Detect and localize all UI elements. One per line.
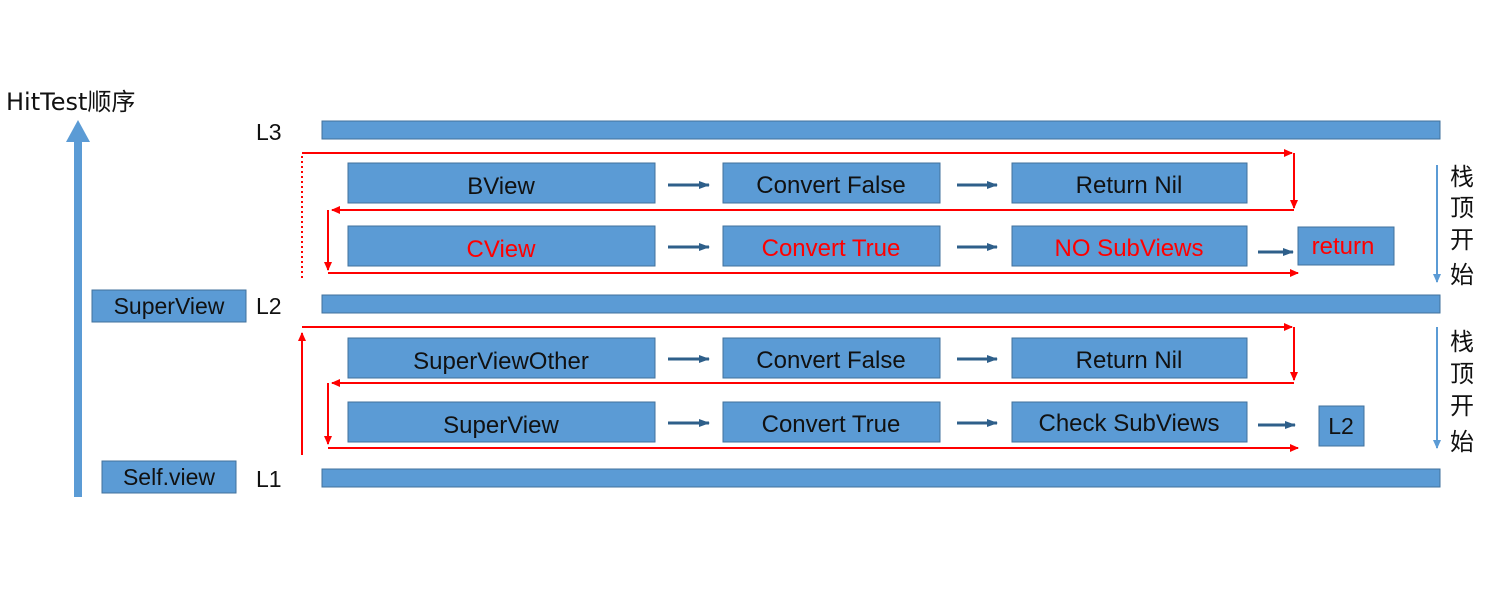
hittest-order-axis: HitTest顺序 <box>6 88 135 497</box>
step-label: Convert False <box>756 347 905 374</box>
step-box <box>347 401 656 443</box>
axis-title: HitTest顺序 <box>6 88 135 116</box>
level-bar <box>321 468 1441 488</box>
stack-label-char: 栈 <box>1450 163 1474 191</box>
level-L2: L2 SuperView <box>91 289 1441 323</box>
step-box <box>722 162 941 204</box>
stack-label-char: 顶 <box>1450 194 1474 222</box>
stack-label-char: 始 <box>1450 261 1474 289</box>
lower-row-2: SuperView Convert True Check SubViews L2 <box>347 401 1365 447</box>
result-label: return <box>1312 233 1375 260</box>
level-view-box <box>101 460 237 494</box>
level-label: L2 <box>256 293 282 319</box>
upper-stack-top-label: 栈 顶 开 始 <box>1433 163 1474 289</box>
step-label: Convert False <box>756 172 905 199</box>
upper-group: BView Convert False Return Nil CView Con… <box>301 149 1474 289</box>
level-bar <box>321 294 1441 314</box>
step-box <box>347 162 656 204</box>
stack-label-char: 始 <box>1450 428 1474 456</box>
stack-label-char: 开 <box>1450 392 1474 420</box>
upper-flow-lines <box>301 149 1299 278</box>
step-box <box>347 337 656 379</box>
level-view-box <box>91 289 247 323</box>
step-box <box>722 225 941 267</box>
step-label-highlight: NO SubViews <box>1055 235 1204 262</box>
step-label-highlight: Convert True <box>762 235 901 262</box>
level-L1: L1 Self.view <box>101 460 1441 494</box>
step-label: BView <box>467 173 535 200</box>
step-box <box>347 225 656 267</box>
step-box <box>1011 337 1248 379</box>
upper-row-1: BView Convert False Return Nil <box>347 162 1248 204</box>
result-box <box>1297 226 1395 266</box>
lower-stack-top-label: 栈 顶 开 始 <box>1433 327 1474 456</box>
level-view-label: Self.view <box>123 464 215 490</box>
upper-row-2: CView Convert True NO SubViews return <box>347 225 1395 267</box>
level-bar <box>321 120 1441 140</box>
step-label: Return Nil <box>1076 172 1183 199</box>
step-box <box>722 401 941 443</box>
step-label: Convert True <box>762 411 901 438</box>
axis-arrowhead-icon <box>66 120 90 142</box>
step-label: Return Nil <box>1076 347 1183 374</box>
lower-flow-lines <box>298 323 1299 455</box>
lower-group: SuperViewOther Convert False Return Nil … <box>298 323 1474 456</box>
step-box <box>1011 162 1248 204</box>
step-label: Check SubViews <box>1039 410 1220 437</box>
level-view-label: SuperView <box>114 293 225 319</box>
step-label: SuperView <box>443 412 559 439</box>
lower-row-1: SuperViewOther Convert False Return Nil <box>347 337 1248 379</box>
step-box <box>1011 225 1248 267</box>
result-label: L2 <box>1328 413 1354 439</box>
stack-label-char: 开 <box>1450 226 1474 254</box>
stack-label-char: 顶 <box>1450 360 1474 388</box>
step-label: SuperViewOther <box>413 348 589 375</box>
level-label: L1 <box>256 466 282 492</box>
level-label: L3 <box>256 119 282 145</box>
stack-label-char: 栈 <box>1450 328 1474 356</box>
level-L3: L3 <box>256 119 1441 145</box>
step-box <box>1011 401 1248 443</box>
result-box <box>1318 405 1365 447</box>
step-box <box>722 337 941 379</box>
step-label-highlight: CView <box>467 236 537 263</box>
